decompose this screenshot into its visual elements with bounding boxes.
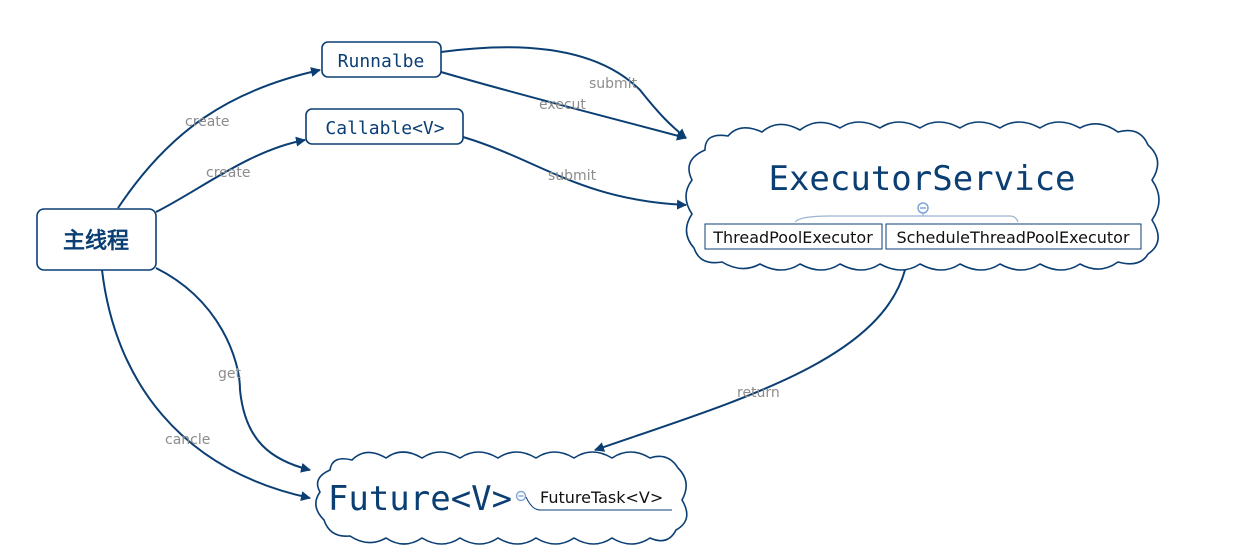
edge-label-create-runnable: create xyxy=(185,114,229,130)
edge-label-cancle: cancle xyxy=(165,432,210,448)
node-executor-service-label: ExecutorService xyxy=(768,159,1075,199)
edge-label-get: get xyxy=(218,366,242,382)
future-branch-connector xyxy=(525,496,672,511)
edge-get xyxy=(155,267,311,473)
node-callable-label: Callable<V> xyxy=(325,118,444,139)
child-thread-pool-executor[interactable]: ThreadPoolExecutor xyxy=(704,223,883,250)
child-future-task-label[interactable]: FutureTask<V> xyxy=(540,488,663,507)
branch-connector xyxy=(794,215,1019,223)
edge-label-return: return xyxy=(737,385,780,401)
edge-cancle xyxy=(101,269,311,501)
node-callable[interactable]: Callable<V> xyxy=(305,108,464,145)
edge-return xyxy=(594,269,906,452)
edge-create-runnable xyxy=(117,67,321,209)
edge-create-callable xyxy=(155,136,306,213)
edge-label-execut-runnable: execut xyxy=(539,97,586,113)
edge-label-submit-runnable: submit xyxy=(589,76,638,92)
edge-label-submit-callable: submit xyxy=(548,168,597,184)
node-executor-service[interactable]: ExecutorService ThreadPoolExecutor Sched… xyxy=(685,121,1160,271)
node-runnable[interactable]: Runnalbe xyxy=(321,41,442,78)
child-schedule-thread-pool-executor[interactable]: ScheduleThreadPoolExecutor xyxy=(885,223,1142,250)
edge-label-create-callable: create xyxy=(206,165,250,181)
node-main-thread-label: 主线程 xyxy=(63,228,129,254)
child-schedule-thread-pool-executor-label: ScheduleThreadPoolExecutor xyxy=(896,228,1130,247)
edge-submit-callable xyxy=(462,136,687,210)
node-main-thread[interactable]: 主线程 xyxy=(36,208,157,271)
node-future[interactable]: Future<V> FutureTask<V> xyxy=(315,451,688,545)
edge-execut-runnable xyxy=(440,71,687,141)
node-future-label: Future<V> xyxy=(328,479,512,519)
child-thread-pool-executor-label: ThreadPoolExecutor xyxy=(712,228,873,247)
edge-submit-runnable xyxy=(440,46,687,139)
node-runnable-label: Runnalbe xyxy=(338,51,425,72)
